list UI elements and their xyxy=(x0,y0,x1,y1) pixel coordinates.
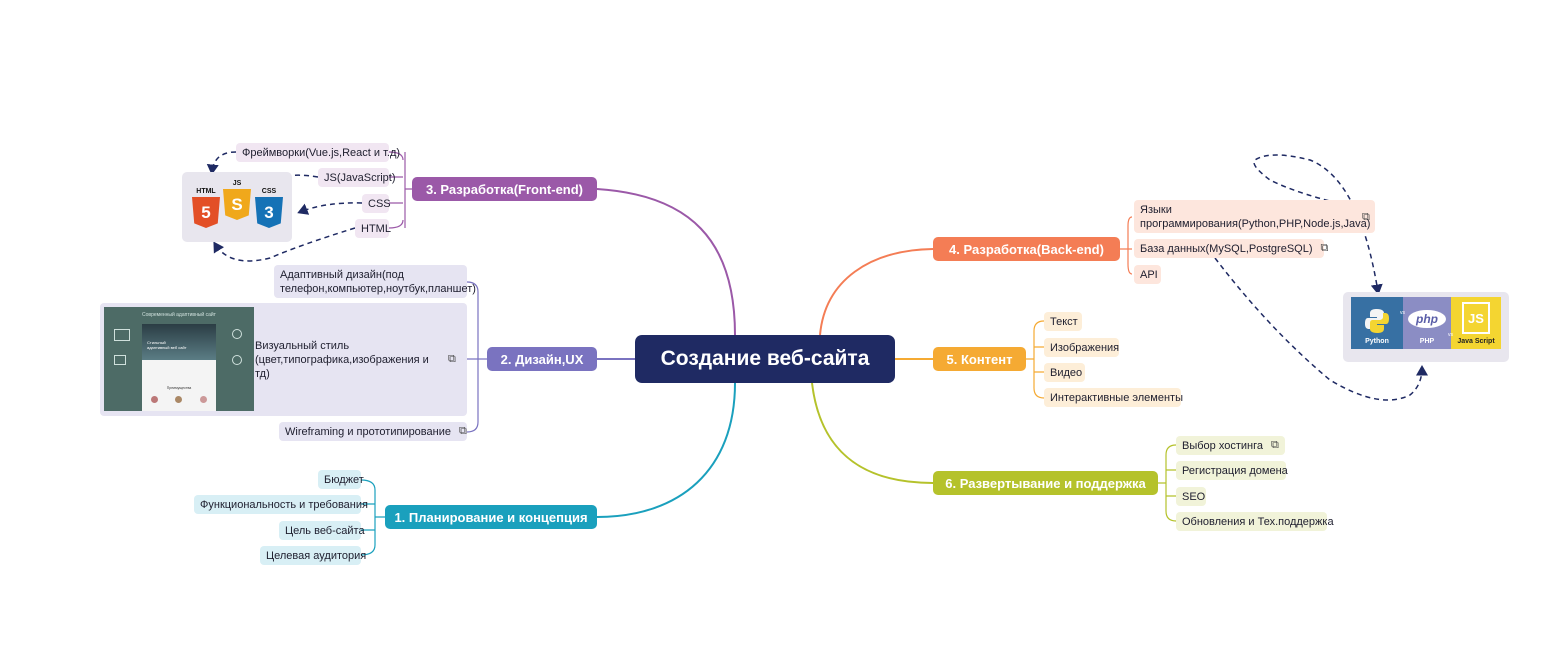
subtopic-interactive[interactable]: Интерактивные элементы xyxy=(1044,388,1183,407)
subtopic-video[interactable]: Видео xyxy=(1044,363,1085,382)
subtopic-frameworks[interactable]: Фреймворки(Vue.js,React и т.д) xyxy=(236,143,400,162)
subtopic-functionality[interactable]: Функциональность и требования xyxy=(194,495,368,514)
hosting-label: Выбор хостинга xyxy=(1182,439,1263,452)
subtopic-javascript[interactable]: JS(JavaScript) xyxy=(318,168,396,187)
visual-style-label: Визуальный стиль (цвет,типографика,изобр… xyxy=(255,339,429,380)
languages-comparison-image: Python php PHP JS Java Script vs vs xyxy=(1343,292,1509,362)
subtopic-budget[interactable]: Бюджет xyxy=(318,470,364,489)
javascript-logo-icon: JS Java Script xyxy=(1451,297,1501,349)
mockup-page: Стильный адаптивный веб сайт Преимуществ… xyxy=(142,324,216,411)
subtopic-programming-languages[interactable]: Языки программирования(Python,PHP,Node.j… xyxy=(1134,200,1375,233)
html5-icon: HTML 5 xyxy=(191,188,221,228)
subtopic-hosting[interactable]: Выбор хостинга ⧉ xyxy=(1176,436,1285,455)
subtopic-domain[interactable]: Регистрация домена xyxy=(1176,461,1288,480)
external-link-icon[interactable]: ⧉ xyxy=(1320,242,1329,254)
databases-label: База данных(MySQL,PostgreSQL) xyxy=(1140,242,1313,255)
wireframing-label: Wireframing и прототипирование xyxy=(285,425,451,438)
php-icon: php PHP xyxy=(1403,297,1451,349)
javascript-icon: JS S xyxy=(222,180,252,220)
topic-deploy[interactable]: 6. Развертывание и поддержка xyxy=(933,471,1158,495)
external-link-icon[interactable]: ⧉ xyxy=(1270,439,1279,451)
subtopic-wireframing[interactable]: Wireframing и прототипирование ⧉ xyxy=(279,422,467,441)
subtopic-updates-support[interactable]: Обновления и Тех.поддержка xyxy=(1176,512,1334,531)
central-topic[interactable]: Создание веб-сайта xyxy=(635,335,895,383)
subtopic-website-goal[interactable]: Цель веб-сайта xyxy=(279,521,365,540)
subtopic-seo[interactable]: SEO xyxy=(1176,487,1206,506)
external-link-icon[interactable]: ⧉ xyxy=(458,425,467,437)
subtopic-css[interactable]: CSS xyxy=(362,194,391,213)
programming-languages-label: Языки программирования(Python,PHP,Node.j… xyxy=(1140,203,1371,230)
topic-backend[interactable]: 4. Разработка(Back-end) xyxy=(933,237,1120,261)
subtopic-adaptive-design[interactable]: Адаптивный дизайн(под телефон,компьютер,… xyxy=(274,265,476,298)
subtopic-html[interactable]: HTML xyxy=(355,219,391,238)
css3-icon: CSS 3 xyxy=(254,188,284,228)
mockup-title: Современный адаптивный сайт xyxy=(142,312,216,318)
subtopic-api[interactable]: API xyxy=(1134,265,1161,284)
topic-planning[interactable]: 1. Планирование и концепция xyxy=(385,505,597,529)
web-badges-image: HTML 5 JS S CSS 3 xyxy=(182,172,292,242)
subtopic-databases[interactable]: База данных(MySQL,PostgreSQL) ⧉ xyxy=(1134,239,1328,258)
topic-content[interactable]: 5. Контент xyxy=(933,347,1026,371)
website-mockup-image: Современный адаптивный сайт Стильный ада… xyxy=(104,307,254,411)
subtopic-text[interactable]: Текст xyxy=(1044,312,1082,331)
external-link-icon[interactable]: ⧉ xyxy=(1362,210,1370,223)
topic-frontend[interactable]: 3. Разработка(Front-end) xyxy=(412,177,597,201)
external-link-icon[interactable]: ⧉ xyxy=(448,353,456,365)
subtopic-target-audience[interactable]: Целевая аудитория xyxy=(260,546,366,565)
topic-design[interactable]: 2. Дизайн,UX xyxy=(487,347,597,371)
python-icon: Python xyxy=(1351,297,1403,349)
subtopic-images[interactable]: Изображения xyxy=(1044,338,1119,357)
